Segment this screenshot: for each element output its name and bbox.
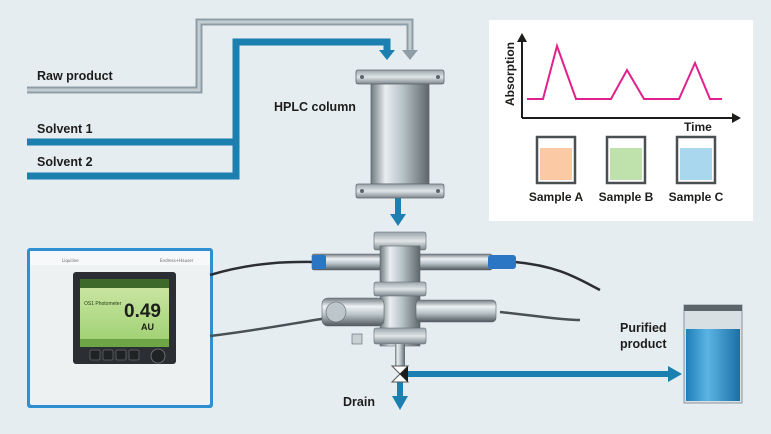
sample-label-1: Sample A	[529, 190, 584, 204]
hplc-column-label: HPLC column	[274, 100, 356, 114]
drain-arrowhead	[392, 396, 408, 410]
sample-cuvette-1: Sample A	[529, 135, 584, 204]
sensor-cable-right-upper	[514, 260, 601, 292]
softkey-2[interactable]	[102, 349, 114, 361]
softkey-3[interactable]	[115, 349, 127, 361]
absorption-trace	[527, 42, 722, 100]
screen-value: 0.49	[124, 301, 161, 322]
transmitter-screen	[80, 279, 169, 347]
sensor-cable-lower	[209, 316, 329, 338]
column-outlet-arrowhead	[390, 214, 406, 226]
purified-product-label-line2: product	[620, 337, 667, 351]
raw-product-arrowhead	[402, 50, 418, 60]
sample-label-2: Sample B	[599, 190, 654, 204]
chart-x-axis-arrow	[732, 113, 741, 123]
chart-y-axis-arrow	[517, 33, 527, 42]
navigator-knob[interactable]	[150, 348, 166, 364]
solvent-arrowhead	[379, 50, 395, 60]
softkey-1[interactable]	[89, 349, 101, 361]
sensor-cable-upper	[209, 260, 321, 277]
three-way-valve[interactable]	[390, 365, 410, 383]
sample-fill-2	[610, 148, 642, 180]
purified-product-container	[683, 304, 743, 404]
drain-label: Drain	[343, 395, 375, 409]
solvent-1-label: Solvent 1	[37, 122, 93, 136]
transmitter-brand-right: Endress+Hauser	[160, 258, 194, 263]
solvent-1-pipe	[27, 38, 391, 146]
softkey-4[interactable]	[128, 349, 140, 361]
chart-ylabel: Absorption	[503, 42, 517, 106]
transmitter-brand-left: Liquiline	[62, 258, 79, 263]
sample-cuvette-3: Sample C	[669, 135, 724, 204]
sample-fill-1	[540, 148, 572, 180]
photometer-sensor	[311, 231, 516, 366]
screen-unit: AU	[141, 322, 154, 332]
sample-fill-3	[680, 148, 712, 180]
purified-arrowhead	[668, 366, 682, 382]
transmitter: Liquiline Endress+Hauser OS1 Photometer …	[27, 248, 213, 408]
chart-xlabel: Time	[684, 120, 712, 134]
sensor-cable-right-lower	[499, 310, 581, 322]
sample-cuvette-2: Sample B	[599, 135, 654, 204]
chart-panel-background	[489, 20, 753, 221]
sample-label-3: Sample C	[669, 190, 724, 204]
solvent-2-label: Solvent 2	[37, 155, 93, 169]
purified-product-label-line1: Purified	[620, 321, 667, 335]
raw-product-label: Raw product	[37, 69, 114, 83]
hplc-column	[355, 69, 445, 199]
transmitter-softkeys	[89, 349, 140, 361]
absorption-chart-panel: Absorption Time Sample A Sample B Sample C	[489, 20, 753, 221]
solvent-2-pipe	[27, 142, 240, 180]
screen-title: OS1 Photometer	[84, 301, 122, 307]
